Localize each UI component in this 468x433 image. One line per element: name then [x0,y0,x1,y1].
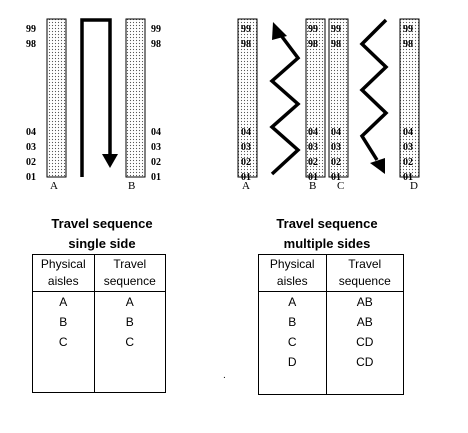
slot-label: 03 [151,142,161,153]
slot-label: 02 [403,157,413,168]
slot-label: 03 [26,142,36,153]
aisle-letter: C [337,180,344,192]
multiple-sides-table: Physical aisles Travel sequence A AB B A… [258,254,405,395]
multiple-sides-title: Travel sequence multiple sides [245,214,409,254]
slot-label: 04 [26,127,36,138]
slot-label: 04 [403,127,413,138]
rack-a [46,18,67,178]
rack-d [399,18,420,178]
slot-label: 99 [331,24,341,35]
travel-sequence-cell: CD [325,352,405,372]
arrow-head-down [370,158,385,174]
single-side-diagram: 99 98 04 03 02 01 99 98 04 03 02 01 A B [26,18,161,192]
physical-aisle-cell: B [32,312,95,332]
slot-label: 01 [331,172,341,183]
rack-a [237,18,258,178]
multiple-sides-diagram: 99 98 04 03 02 01 99 98 04 03 02 01 99 9… [237,18,420,192]
slot-label: 01 [151,172,161,183]
slot-label: 98 [331,39,341,50]
title-line: multiple sides [283,236,371,251]
slot-label: 99 [26,24,36,35]
slot-label: 01 [308,172,318,183]
table-row: B B [32,312,167,332]
arrow-head [102,154,118,168]
table-header-travel-sequence: Travel sequence [325,254,405,292]
slot-label: 99 [403,24,413,35]
table-row: A AB [258,291,405,312]
table-row: C C [32,332,167,352]
aisle-letter: B [309,180,316,192]
slot-label: 02 [151,157,161,168]
title-line: Travel sequence [276,216,378,231]
slot-label: 04 [331,127,341,138]
rack-b [125,18,146,178]
slot-label: 99 [308,24,318,35]
table-header-travel-sequence: Travel sequence [93,254,167,292]
physical-aisle-cell: D [258,352,327,372]
slot-label: 03 [241,142,251,153]
zigzag-path-up [269,32,301,176]
travel-sequence-cell: AB [325,312,405,332]
slot-label: 98 [308,39,318,50]
slot-label: 01 [403,172,413,183]
aisle-letter: A [242,180,250,192]
slot-label: 03 [403,142,413,153]
title-line: single side [68,236,136,251]
slot-label: 01 [26,172,36,183]
table-empty-space [32,352,167,393]
travel-path-arrow [80,18,112,177]
table-row: D CD [258,352,405,372]
slot-label: 99 [241,24,251,35]
slot-label: 01 [241,172,251,183]
physical-aisle-cell: A [258,291,327,312]
slot-label: 99 [151,24,161,35]
slot-label: 98 [403,39,413,50]
table-header-physical-aisles: Physical aisles [258,254,327,292]
physical-aisle-cell: C [258,332,327,352]
slot-label: 02 [241,157,251,168]
slot-label: 98 [241,39,251,50]
zigzag-path-down [359,18,389,161]
slot-label: 03 [331,142,341,153]
aisle-letter: A [50,180,58,192]
slot-label: 02 [308,157,318,168]
rack-c [328,18,349,178]
travel-sequence-cell: B [93,312,167,332]
slot-label: 03 [308,142,318,153]
slot-label: 02 [331,157,341,168]
aisle-letter: B [128,180,135,192]
table-empty-space [258,372,405,395]
slot-label: 04 [241,127,251,138]
slot-label: 04 [151,127,161,138]
table-row: C CD [258,332,405,352]
title-line: Travel sequence [51,216,153,231]
travel-sequence-cell: AB [325,291,405,312]
slot-label: 04 [308,127,318,138]
table-row: B AB [258,312,405,332]
slot-label: 98 [151,39,161,50]
slot-label: 98 [26,39,36,50]
single-side-table: Physical aisles Travel sequence A A B B … [32,254,167,393]
table-header-physical-aisles: Physical aisles [32,254,95,292]
travel-sequence-cell: C [93,332,167,352]
single-side-title: Travel sequence single side [20,214,184,254]
slot-label: 02 [26,157,36,168]
arrow-head-up [272,22,287,40]
physical-aisle-cell: B [258,312,327,332]
physical-aisle-cell: C [32,332,95,352]
travel-sequence-cell: CD [325,332,405,352]
table-row: A A [32,291,167,312]
stray-dot: . [223,370,226,381]
rack-b [305,18,326,178]
travel-sequence-cell: A [93,291,167,312]
aisle-letter: D [410,180,418,192]
physical-aisle-cell: A [32,291,95,312]
